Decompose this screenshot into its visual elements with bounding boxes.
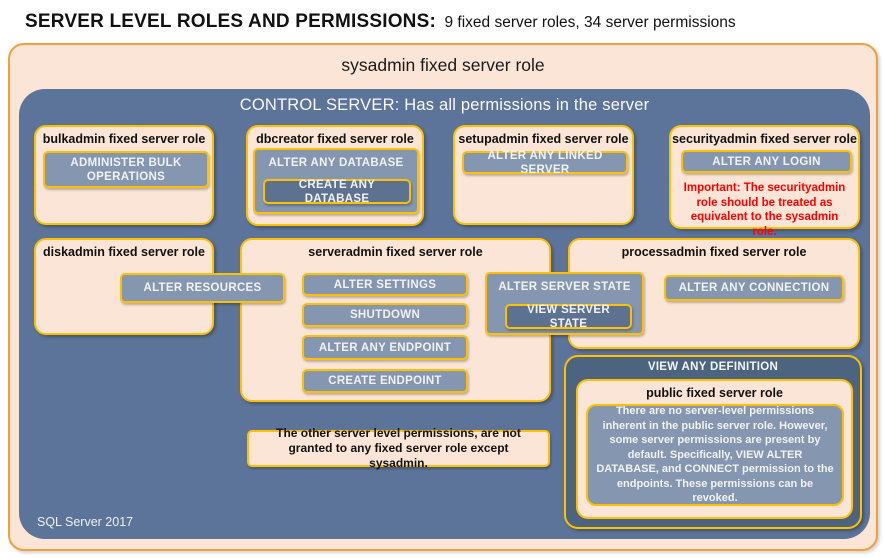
page-title: SERVER LEVEL ROLES AND PERMISSIONS: 9 fi… xyxy=(25,11,736,33)
permission-alter-settings: ALTER SETTINGS xyxy=(302,273,468,296)
role-title-setupadmin: setupadmin fixed server role xyxy=(458,132,629,146)
permission-alter-resources: ALTER RESOURCES xyxy=(120,273,285,303)
permission-alter-any-endpoint: ALTER ANY ENDPOINT xyxy=(302,335,468,360)
permission-administer-bulk-operations: ADMINISTER BULK OPERATIONS xyxy=(43,151,209,188)
role-title-diskadmin: diskadmin fixed server role xyxy=(43,245,205,259)
page-title-strong-text: SERVER LEVEL ROLES AND PERMISSIONS: xyxy=(25,11,437,32)
note-box: The other server level permissions, are … xyxy=(247,426,550,470)
permission-alter-server-state-label: ALTER SERVER STATE xyxy=(498,281,631,293)
role-box-setupadmin: setupadmin fixed server role ALTER ANY L… xyxy=(453,125,634,225)
control-server-box: CONTROL SERVER: Has all permissions in t… xyxy=(19,89,870,539)
role-title-processadmin: processadmin fixed server role xyxy=(621,245,807,259)
sysadmin-role-box: sysadmin fixed server role CONTROL SERVE… xyxy=(8,43,878,551)
role-title-securityadmin: securityadmin fixed server role xyxy=(672,132,857,146)
sql-server-version-label: SQL Server 2017 xyxy=(37,515,134,529)
permission-shutdown: SHUTDOWN xyxy=(302,303,468,327)
permission-alter-any-database-label: ALTER ANY DATABASE xyxy=(268,157,404,169)
public-role-description: There are no server-level permissions in… xyxy=(586,404,844,506)
permission-alter-any-connection: ALTER ANY CONNECTION xyxy=(664,275,844,301)
public-role-box: public fixed server role There are no se… xyxy=(576,379,853,519)
role-title-bulkadmin: bulkadmin fixed server role xyxy=(42,132,206,146)
securityadmin-warning-text: Important: The securityadmin role should… xyxy=(683,182,846,238)
sysadmin-role-title: sysadmin fixed server role xyxy=(341,55,545,75)
permission-view-server-state: VIEW SERVER STATE xyxy=(505,304,632,330)
public-role-title: public fixed server role xyxy=(646,386,783,400)
role-title-serveradmin: serveradmin fixed server role xyxy=(308,245,483,259)
permission-create-endpoint: CREATE ENDPOINT xyxy=(302,369,468,393)
permission-create-any-database: CREATE ANY DATABASE xyxy=(263,179,411,205)
role-box-dbcreator: dbcreator fixed server role ALTER ANY DA… xyxy=(246,125,424,226)
control-server-title: CONTROL SERVER: Has all permissions in t… xyxy=(239,96,650,114)
permission-alter-any-linked-server: ALTER ANY LINKED SERVER xyxy=(462,150,628,176)
role-box-bulkadmin: bulkadmin fixed server role ADMINISTER B… xyxy=(34,125,214,225)
view-any-definition-title: VIEW ANY DEFINITION xyxy=(647,361,779,373)
permission-alter-any-database: ALTER ANY DATABASE CREATE ANY DATABASE xyxy=(253,148,419,214)
permission-alter-server-state: ALTER SERVER STATE VIEW SERVER STATE xyxy=(485,272,644,335)
page-title-normal-text: 9 fixed server roles, 34 server permissi… xyxy=(444,14,736,31)
view-any-definition-box: VIEW ANY DEFINITION public fixed server … xyxy=(564,355,862,529)
role-title-dbcreator: dbcreator fixed server role xyxy=(256,132,414,146)
permission-alter-any-login: ALTER ANY LOGIN xyxy=(681,150,852,173)
role-box-securityadmin: securityadmin fixed server role ALTER AN… xyxy=(669,125,860,238)
